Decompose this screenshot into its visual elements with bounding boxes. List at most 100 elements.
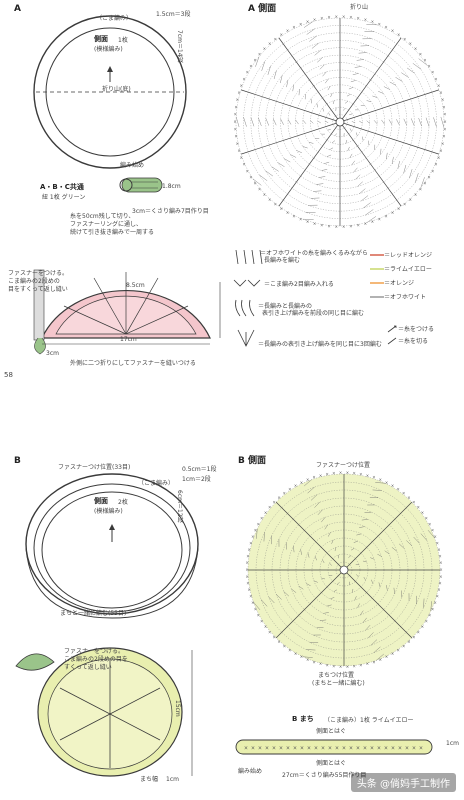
svg-text:×: × bbox=[277, 639, 280, 644]
svg-text:×: × bbox=[274, 202, 277, 207]
strap-width: 1.8cm bbox=[162, 183, 181, 190]
svg-text:×: × bbox=[245, 567, 248, 572]
svg-text:×: × bbox=[242, 76, 245, 81]
svg-text:×: × bbox=[436, 540, 439, 545]
pouch-a-note-2: こま編みの2段めの bbox=[8, 278, 60, 285]
svg-text:×: × bbox=[260, 618, 263, 623]
svg-text:×: × bbox=[417, 505, 420, 510]
svg-text:×: × bbox=[300, 746, 304, 752]
svg-text:×: × bbox=[359, 663, 362, 668]
svg-text:×: × bbox=[421, 624, 424, 629]
svg-text:×: × bbox=[436, 594, 439, 599]
svg-text:×: × bbox=[339, 470, 342, 475]
svg-text:×: × bbox=[349, 746, 353, 752]
svg-text:×: × bbox=[366, 473, 369, 478]
svg-text:×: × bbox=[242, 162, 245, 167]
chart-b-title: B 側面 bbox=[238, 456, 266, 466]
legend-sym-2: ＝糸を切る bbox=[398, 338, 429, 345]
svg-text:×: × bbox=[274, 36, 277, 41]
chart-b-gusset-2: (まちと一緒に編む) bbox=[312, 680, 365, 687]
pouch-a-dim-h: 8.5cm bbox=[126, 282, 145, 289]
svg-text:×: × bbox=[417, 629, 420, 634]
svg-text:×: × bbox=[249, 175, 252, 180]
svg-text:×: × bbox=[385, 654, 388, 659]
svg-text:×: × bbox=[402, 491, 405, 496]
svg-text:×: × bbox=[272, 746, 276, 752]
svg-text:×: × bbox=[441, 97, 444, 102]
svg-text:×: × bbox=[335, 746, 339, 752]
svg-text:×: × bbox=[384, 213, 387, 218]
svg-text:×: × bbox=[402, 643, 405, 648]
svg-text:×: × bbox=[257, 521, 260, 526]
svg-text:×: × bbox=[246, 70, 249, 75]
body-a-sub: (模様編み) bbox=[94, 46, 123, 53]
svg-text:×: × bbox=[397, 32, 400, 37]
svg-text:×: × bbox=[249, 63, 252, 68]
svg-text:×: × bbox=[253, 181, 256, 186]
svg-text:×: × bbox=[251, 600, 254, 605]
svg-text:×: × bbox=[244, 746, 248, 752]
body-b-dim-1: 0.5cm＝1段 bbox=[182, 466, 217, 473]
body-a-count: 1枚 bbox=[118, 37, 128, 44]
svg-text:×: × bbox=[384, 746, 388, 752]
legend-color-2: ＝ライムイエロー bbox=[384, 266, 432, 273]
legend-color-4: ＝オフホワイト bbox=[384, 294, 427, 301]
gusset-bottom: 側面とはぐ bbox=[316, 760, 347, 767]
svg-text:×: × bbox=[425, 618, 428, 623]
svg-text:×: × bbox=[391, 483, 394, 488]
svg-text:×: × bbox=[349, 15, 352, 20]
svg-text:×: × bbox=[306, 477, 309, 482]
svg-text:×: × bbox=[300, 654, 303, 659]
svg-text:×: × bbox=[314, 746, 318, 752]
svg-text:×: × bbox=[286, 210, 289, 215]
pouch-b-gusset-w: 1cm bbox=[166, 776, 179, 783]
legend-3b: 表引き上げ編みを前段の同じ目に編む bbox=[262, 310, 365, 317]
svg-text:×: × bbox=[286, 746, 290, 752]
svg-text:×: × bbox=[431, 606, 434, 611]
svg-text:×: × bbox=[300, 480, 303, 485]
gusset-top: 側面とはぐ bbox=[316, 728, 347, 735]
svg-text:×: × bbox=[434, 162, 437, 167]
svg-text:×: × bbox=[439, 560, 442, 565]
legend-symbols bbox=[233, 249, 263, 347]
svg-text:×: × bbox=[268, 629, 271, 634]
strap-length: 3cm＝くさり編み7目作り目 bbox=[132, 208, 209, 215]
svg-text:×: × bbox=[264, 510, 267, 515]
legend-2: ＝こま編み2目編み入れる bbox=[264, 281, 334, 288]
svg-text:×: × bbox=[439, 574, 442, 579]
strap-note-2: ファスナーリングに通し、 bbox=[70, 221, 143, 228]
svg-text:×: × bbox=[370, 746, 374, 752]
pouch-b-note-1: ファスナーをつける。 bbox=[64, 648, 125, 655]
svg-text:×: × bbox=[294, 483, 297, 488]
svg-text:×: × bbox=[407, 639, 410, 644]
body-b-top-label: （こま編み） bbox=[138, 480, 175, 487]
svg-text:×: × bbox=[441, 141, 444, 146]
svg-text:×: × bbox=[442, 134, 445, 139]
svg-text:×: × bbox=[371, 19, 374, 24]
page-number: 58 bbox=[4, 371, 13, 379]
body-a-top-label: （こま編み） bbox=[96, 15, 133, 22]
chart-a-title: A 側面 bbox=[248, 4, 277, 14]
svg-text:×: × bbox=[280, 32, 283, 37]
body-b-count: 2枚 bbox=[118, 499, 128, 506]
svg-text:×: × bbox=[397, 647, 400, 652]
pouch-a-caption: 外側に二つ折りにしてファスナーを縫いつける bbox=[70, 360, 196, 367]
svg-text:×: × bbox=[254, 528, 257, 533]
svg-text:×: × bbox=[237, 148, 240, 153]
svg-text:×: × bbox=[292, 213, 295, 218]
svg-text:×: × bbox=[431, 168, 434, 173]
svg-text:×: × bbox=[433, 600, 436, 605]
svg-text:×: × bbox=[414, 192, 417, 197]
body-a-fold: 折り山(底) bbox=[102, 86, 131, 93]
svg-text:×: × bbox=[339, 664, 342, 669]
svg-text:×: × bbox=[391, 746, 395, 752]
svg-text:×: × bbox=[438, 580, 441, 585]
svg-text:×: × bbox=[349, 223, 352, 228]
svg-text:×: × bbox=[352, 663, 355, 668]
svg-text:×: × bbox=[385, 480, 388, 485]
svg-text:×: × bbox=[258, 52, 261, 57]
chart-b-diagram: ××××××××××××××××××××××××××××××××××××××××… bbox=[245, 470, 442, 669]
gusset-title: B まち bbox=[292, 715, 314, 723]
svg-text:×: × bbox=[263, 192, 266, 197]
svg-text:×: × bbox=[407, 495, 410, 500]
